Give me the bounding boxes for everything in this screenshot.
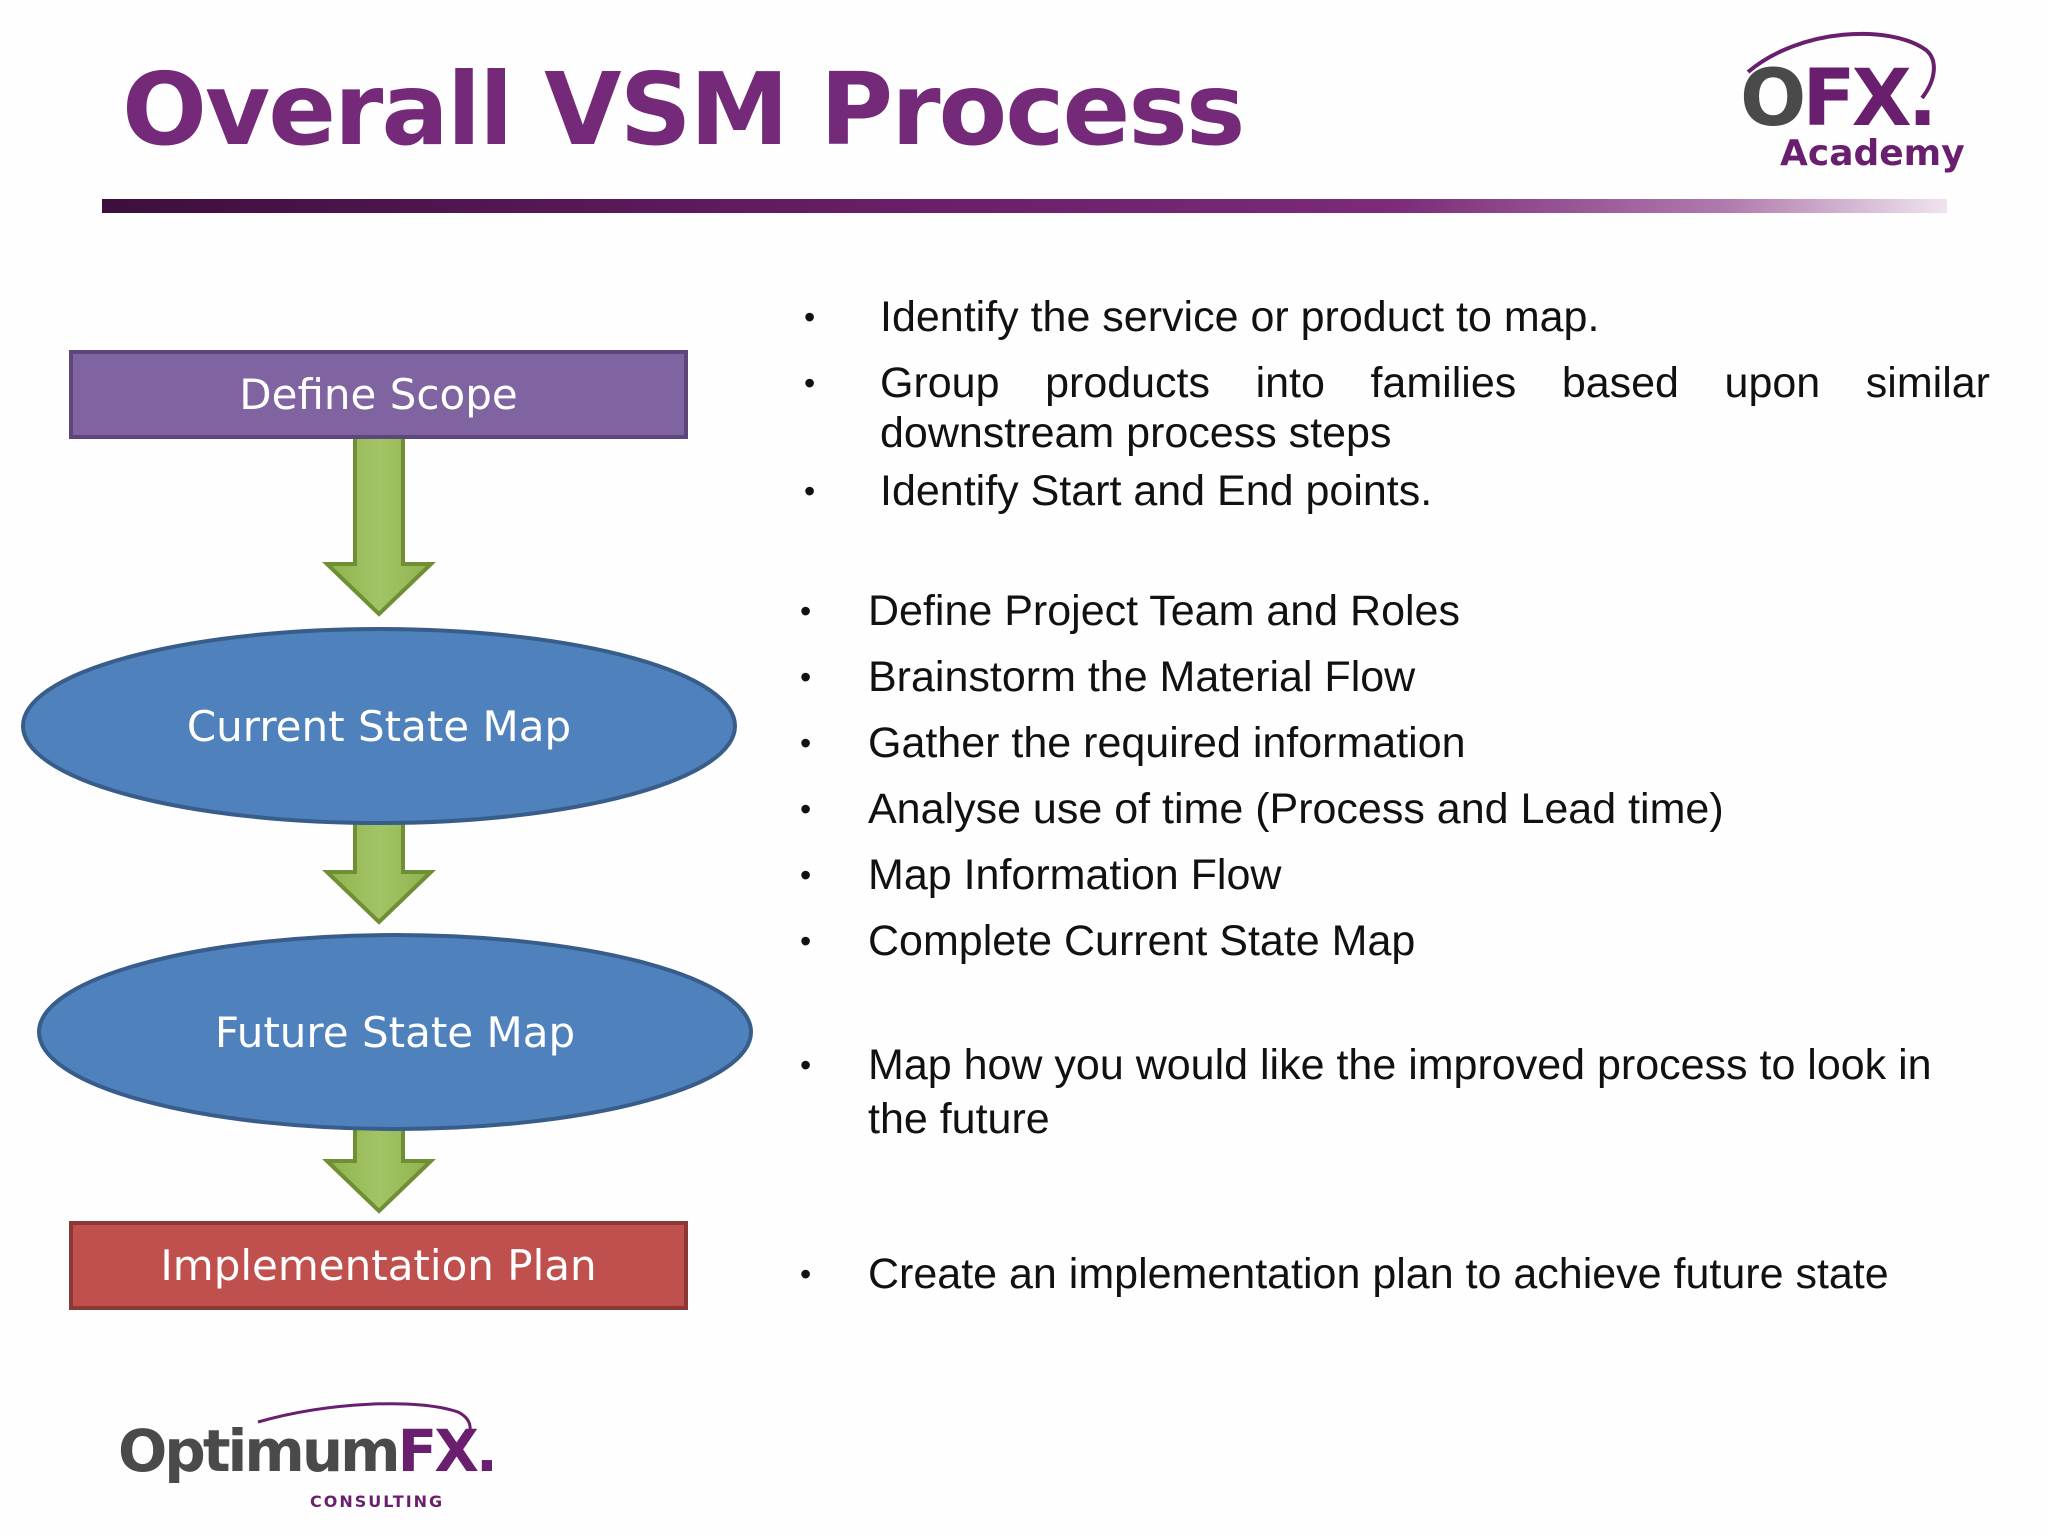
ofx-academy-logo: OFX. Academy [1740,28,1965,188]
bullet-item: Map Information Flow [800,850,1988,900]
implementation-plan-box[interactable] [69,1221,688,1310]
bullet-item: Gather the required information [800,718,1988,768]
slide-title: Overall VSM Process [122,51,1245,168]
define-scope-bullets: Identify the service or product to map. … [804,292,1990,532]
logo-swoosh-icon [257,1402,472,1454]
implementation-bullets: Create an implementation plan to achieve… [800,1249,1998,1315]
ofx-letter-o: O [1740,54,1806,144]
implementation-plan-label: Implementation Plan [160,1241,597,1290]
current-state-map-ellipse[interactable] [21,627,737,825]
bullet-item: Map how you would like the improved proc… [800,1038,1998,1146]
current-state-map-label: Current State Map [186,701,572,751]
bullet-item: Brainstorm the Material Flow [800,652,1988,702]
bullet-item: Identify Start and End points. [804,466,1990,516]
ofx-subtitle: Academy [1780,133,1965,174]
optimumfx-name-left: Optimum [118,1417,401,1485]
optimumfx-subtitle: CONSULTING [310,1492,445,1511]
ofx-wordmark: OFX. [1740,60,1937,138]
future-state-bullets: Map how you would like the improved proc… [800,1038,1998,1162]
arrow-future-state-map-to-implementation-plan-icon [322,1126,436,1214]
logo-swoosh-icon [1746,31,1936,100]
bullet-item: Define Project Team and Roles [800,586,1988,636]
bullet-item: Analyse use of time (Process and Lead ti… [800,784,1988,834]
arrow-define-scope-to-current-state-map-icon [322,435,436,617]
bullet-item: Identify the service or product to map. [804,292,1990,342]
future-state-map-label: Future State Map [214,1007,576,1057]
flow-arrows [322,435,436,1214]
optimumfx-logo: OptimumFX. CONSULTING [118,1400,498,1520]
optimumfx-name-right: FX. [397,1417,498,1485]
title-divider [102,199,1947,213]
bullet-item: Create an implementation plan to achieve… [800,1249,1998,1299]
current-state-bullets: Define Project Team and Roles Brainstorm… [800,586,1988,982]
define-scope-box[interactable] [69,350,688,439]
define-scope-label: Define Scope [239,370,518,419]
optimumfx-wordmark: OptimumFX. [118,1422,498,1480]
bullet-item: Complete Current State Map [800,916,1988,966]
future-state-map-ellipse[interactable] [37,933,753,1131]
bullet-item: Group products into families based upon … [804,358,1990,458]
ofx-letters-fx: FX. [1802,54,1937,144]
arrow-current-state-map-to-future-state-map-icon [322,820,436,925]
